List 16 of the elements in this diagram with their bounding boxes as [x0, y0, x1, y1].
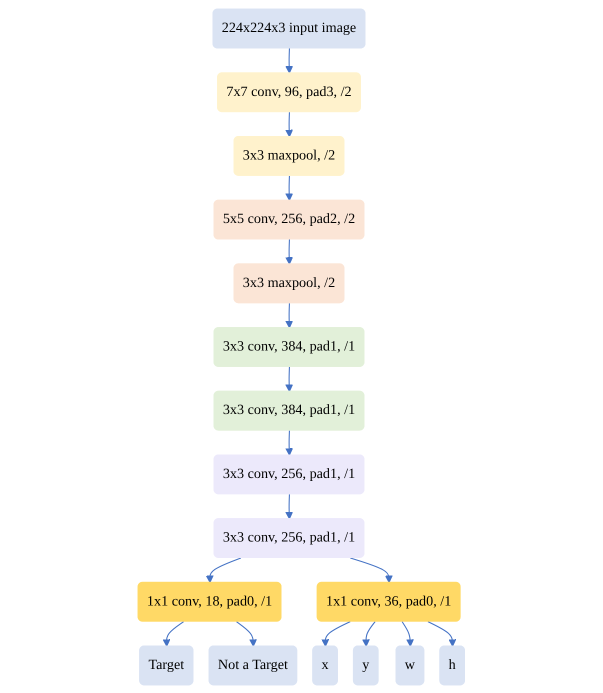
arrow — [350, 556, 393, 583]
arrow — [285, 112, 294, 137]
arrow — [322, 620, 351, 646]
arrow — [285, 175, 294, 200]
arrow — [285, 430, 294, 456]
arrow — [162, 620, 184, 646]
arrow — [285, 239, 294, 264]
arrow — [285, 48, 294, 74]
arrow — [428, 620, 456, 646]
arrow — [285, 494, 294, 519]
arrow — [362, 620, 376, 646]
arrow — [206, 556, 242, 583]
arrow — [285, 366, 294, 392]
arrow — [285, 302, 294, 328]
arrow — [236, 620, 258, 646]
arrow — [402, 620, 414, 646]
